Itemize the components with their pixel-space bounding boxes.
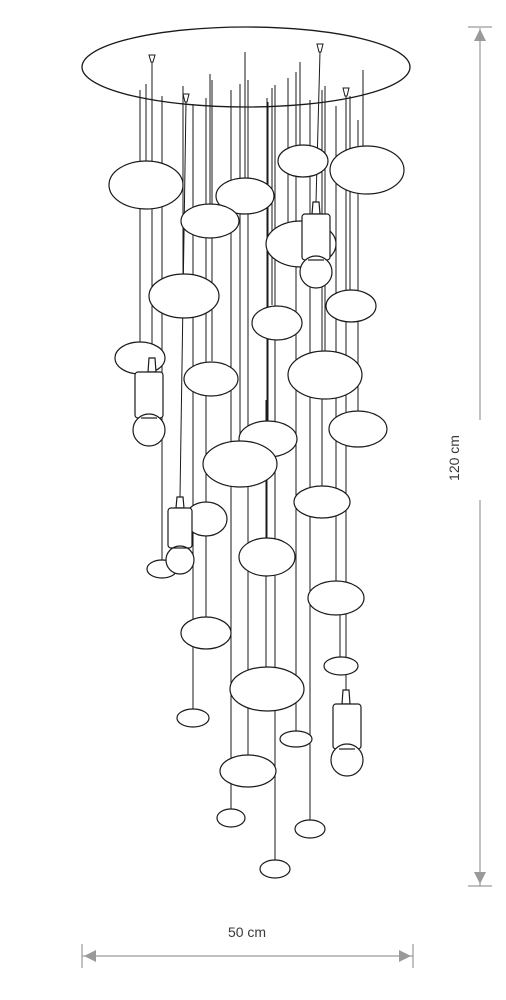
wire-connectors	[148, 43, 350, 103]
bulb-3	[299, 201, 333, 289]
ceiling-canopy	[81, 26, 411, 108]
height-label: 120 cm	[446, 435, 462, 481]
bulb-2	[165, 496, 195, 575]
height-label-bg	[470, 420, 490, 500]
width-dimension	[81, 944, 414, 968]
width-label: 50 cm	[228, 924, 266, 940]
glass-discs	[108, 144, 405, 879]
bulb-4	[330, 689, 364, 777]
bulb-1	[132, 357, 166, 447]
